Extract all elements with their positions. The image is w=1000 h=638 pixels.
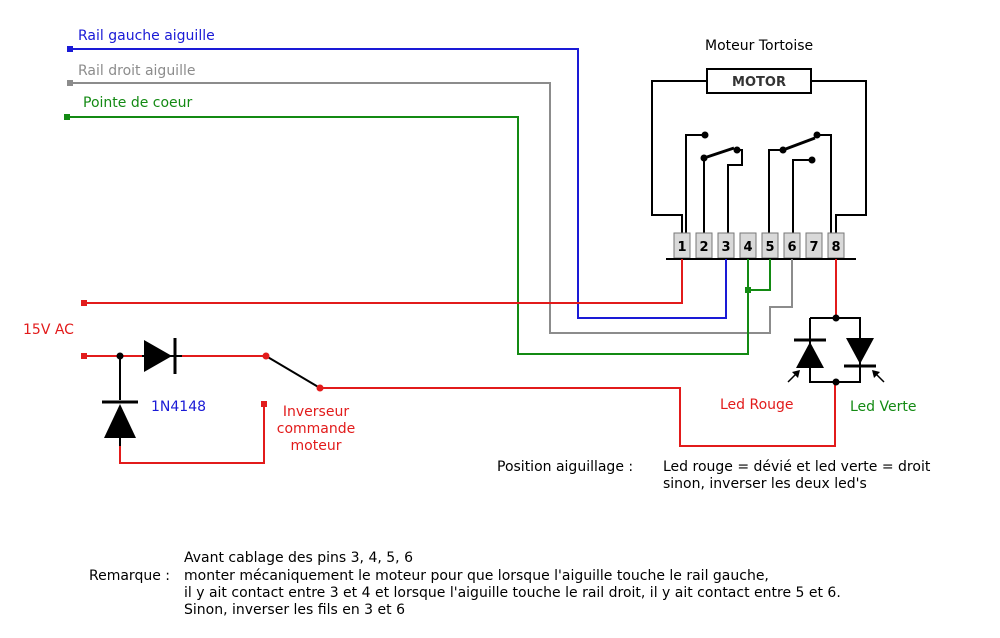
label-rail-droit: Rail droit aiguille — [78, 63, 195, 79]
led-pair — [787, 314, 885, 386]
motor-left-loop — [651, 80, 707, 233]
remark-line-2: il y ait contact entre 3 et 4 et lorsque… — [184, 585, 841, 601]
motor-right-loop — [811, 80, 867, 233]
pin-5: 5 — [765, 240, 774, 255]
label-switch-1: Inverseur — [283, 404, 349, 420]
position-line-1: Led rouge = dévié et led verte = droit — [663, 459, 931, 475]
remark-line-1: monter mécaniquement le moteur pour que … — [184, 568, 769, 584]
pin-1: 1 — [677, 240, 686, 255]
label-switch-2: commande — [277, 421, 356, 437]
pin-4: 4 — [743, 240, 752, 255]
remark-label: Remarque : — [89, 568, 170, 584]
pin-7: 7 — [809, 240, 818, 255]
label-rail-gauche: Rail gauche aiguille — [78, 28, 215, 44]
wire-pointe-coeur — [67, 116, 749, 355]
label-switch-3: moteur — [291, 438, 342, 454]
diode-1n4148 — [102, 356, 138, 446]
pin-8: 8 — [831, 240, 840, 255]
motor-title: Moteur Tortoise — [705, 38, 813, 54]
pin-2: 2 — [699, 240, 708, 255]
wire-diode-return — [119, 404, 265, 464]
label-15v-ac: 15V AC — [23, 322, 74, 338]
pin-connector: 1 2 3 4 5 6 7 8 — [666, 232, 856, 260]
wire-15v-pin1 — [84, 259, 683, 304]
label-position: Position aiguillage : — [497, 459, 633, 475]
switch-inverseur — [262, 352, 324, 392]
remark-heading: Avant cablage des pins 3, 4, 5, 6 — [184, 550, 413, 566]
label-1n4148: 1N4148 — [151, 399, 206, 415]
pin-6: 6 — [787, 240, 796, 255]
wire-switch-leds — [320, 382, 836, 447]
label-led-rouge: Led Rouge — [720, 397, 794, 413]
motor-label: MOTOR — [732, 75, 786, 90]
motor-switch-left — [685, 131, 743, 233]
position-line-2: sinon, inverser les deux led's — [663, 476, 867, 492]
label-led-verte: Led Verte — [850, 399, 916, 415]
motor-switch-right — [768, 131, 832, 233]
remark-line-3: Sinon, inverser les fils en 3 et 6 — [184, 602, 405, 618]
wire-rail-droit — [70, 82, 793, 334]
wire-rail-gauche — [70, 48, 727, 319]
wire-bridge-4-5 — [748, 259, 771, 291]
label-pointe-coeur: Pointe de coeur — [83, 95, 193, 111]
diode-series — [142, 338, 182, 374]
pin-3: 3 — [721, 240, 730, 255]
